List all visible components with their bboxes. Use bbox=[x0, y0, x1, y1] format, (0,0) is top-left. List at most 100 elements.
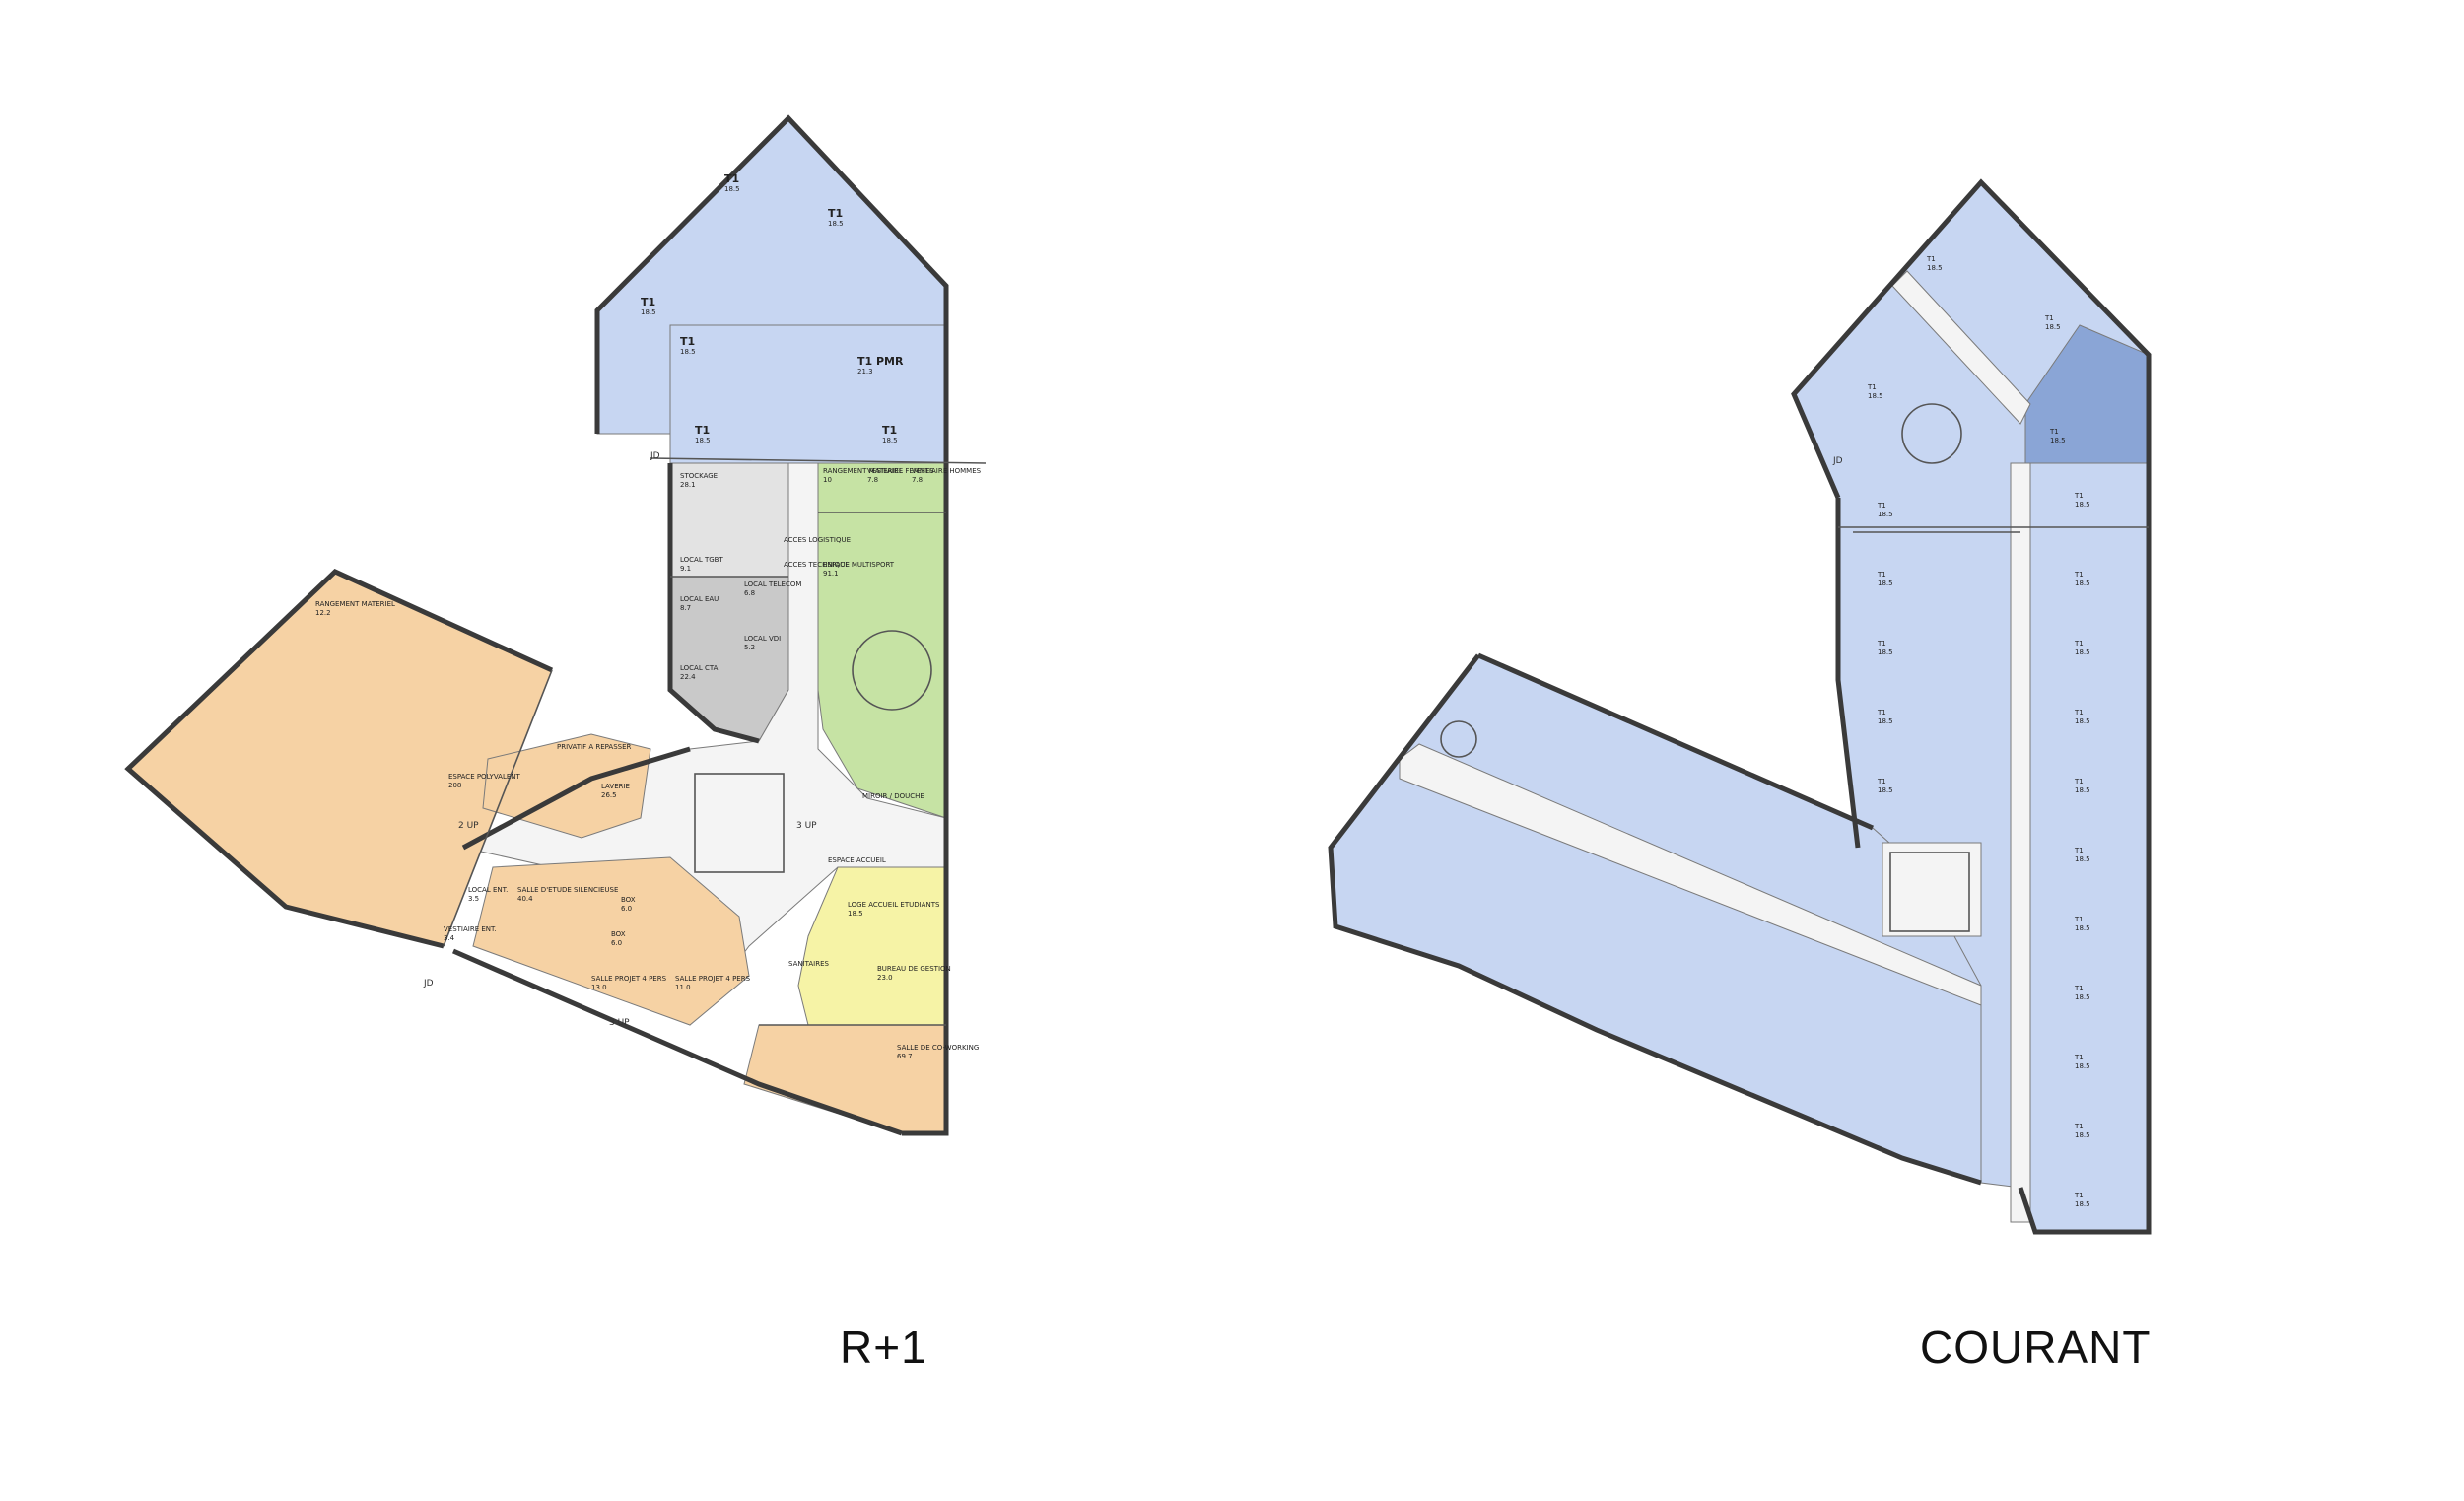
room-area-label: 18.5 bbox=[1878, 786, 1893, 794]
courant-room-label: T1 bbox=[1867, 383, 1877, 391]
room-area-label: 26.5 bbox=[601, 791, 617, 799]
r1-room-label: RANGEMENT MATERIEL bbox=[315, 600, 395, 608]
r1-room-label: LOCAL ENT. bbox=[468, 886, 508, 894]
courant-room-label: T1 bbox=[2074, 916, 2084, 923]
r1-room-label: SALLE D'ETUDE SILENCIEUSE bbox=[517, 886, 618, 894]
plan-caption-courant: COURANT bbox=[1920, 1322, 2152, 1373]
r1-room-label: LOCAL VDI bbox=[744, 635, 781, 643]
room-area-label: 18.5 bbox=[2075, 1062, 2090, 1070]
r1-room-label: LOGE ACCUEIL ETUDIANTS bbox=[848, 901, 940, 909]
room-area-label: 6.8 bbox=[744, 589, 755, 597]
courant-room-label: T1 bbox=[2044, 314, 2054, 322]
room-area-label: 18.5 bbox=[2075, 1200, 2090, 1208]
room-area-label: 12.2 bbox=[315, 609, 331, 617]
r1-stair-marker: 2 UP bbox=[458, 821, 479, 831]
r1-room-label: STOCKAGE bbox=[680, 472, 718, 480]
r1-room-label: VESTIAIRE HOMMES bbox=[912, 467, 982, 475]
room-area-label: 18.5 bbox=[2050, 437, 2066, 444]
r1-room-label: ESPACE ACCUEIL bbox=[828, 856, 886, 864]
room-area-label: 18.5 bbox=[2075, 580, 2090, 587]
courant-room-label: T1 bbox=[2074, 709, 2084, 716]
room-area-label: 18.5 bbox=[1927, 264, 1943, 272]
courant-room-label: T1 bbox=[1926, 255, 1936, 263]
room-area-label: 18.5 bbox=[882, 437, 898, 444]
courant-room-label: T1 bbox=[2074, 1192, 2084, 1199]
plan-r1: T1 T1 T1 T1 T1 PMR T1 T1 STOCKAGE RANGEM… bbox=[124, 114, 987, 1136]
room-area-label: 18.5 bbox=[641, 308, 656, 316]
r1-sport-zone bbox=[817, 462, 947, 819]
r1-room-label: BOX bbox=[611, 930, 626, 938]
room-area-label: 6.0 bbox=[611, 939, 622, 947]
r1-room-label: T1 bbox=[828, 207, 843, 220]
room-area-label: 18.5 bbox=[724, 185, 740, 193]
room-area-label: 18.5 bbox=[2045, 323, 2061, 331]
room-area-label: 11.0 bbox=[675, 984, 691, 991]
room-area-label: 18.5 bbox=[1878, 717, 1893, 725]
r1-room-label: LAVERIE bbox=[601, 783, 630, 790]
courant-room-label: T1 bbox=[2074, 571, 2084, 579]
room-area-label: 91.1 bbox=[823, 570, 839, 578]
room-area-label: 9.1 bbox=[680, 565, 691, 573]
courant-room-label: T1 bbox=[2074, 640, 2084, 648]
courant-room-label: T1 bbox=[2074, 778, 2084, 785]
room-area-label: 7.8 bbox=[867, 476, 878, 484]
courant-room-label: T1 bbox=[2074, 847, 2084, 854]
plan-caption-r1: R+1 bbox=[840, 1322, 927, 1373]
r1-room-label: VESTIAIRE FEMMES bbox=[867, 467, 934, 475]
r1-room-label: RANGEMENT MATERIEL bbox=[823, 467, 903, 475]
room-area-label: 3.4 bbox=[444, 934, 455, 942]
courant-room-label: T1 bbox=[1877, 640, 1886, 648]
room-area-label: 28.1 bbox=[680, 481, 696, 489]
r1-room-label: ACCES LOGISTIQUE bbox=[784, 536, 851, 544]
r1-jd-marker: JD bbox=[650, 451, 660, 461]
room-area-label: 18.5 bbox=[1868, 392, 1883, 400]
room-area-label: 18.5 bbox=[680, 348, 696, 356]
r1-room-label: T1 bbox=[695, 424, 710, 437]
room-area-label: 18.5 bbox=[828, 220, 844, 228]
courant-room-label: T1 bbox=[1877, 709, 1886, 716]
r1-room-label: LOCAL EAU bbox=[680, 595, 719, 603]
courant-corridors bbox=[1399, 270, 2031, 1223]
r1-coworking-zone bbox=[743, 1024, 947, 1134]
room-area-label: 13.0 bbox=[591, 984, 607, 991]
r1-room-label: LOCAL TELECOM bbox=[744, 580, 801, 588]
room-area-label: 18.5 bbox=[2075, 786, 2090, 794]
room-area-label: 18.5 bbox=[2075, 1131, 2090, 1139]
courant-room-label: T1 bbox=[2049, 428, 2059, 436]
room-area-label: 5.2 bbox=[744, 644, 755, 651]
r1-room-label: T1 bbox=[641, 296, 655, 308]
courant-room-label: T1 bbox=[2074, 1054, 2084, 1061]
room-area-label: 40.4 bbox=[517, 895, 533, 903]
r1-room-label: ESPACE POLYVALENT bbox=[448, 773, 521, 781]
courant-room-label: T1 bbox=[2074, 1123, 2084, 1130]
room-area-label: 10 bbox=[823, 476, 832, 484]
courant-room-label: T1 bbox=[1877, 778, 1886, 785]
r1-jd-marker: JD bbox=[423, 979, 434, 989]
room-area-label: 3.5 bbox=[468, 895, 479, 903]
r1-room-label: SALLE DE CO-WORKING bbox=[897, 1044, 979, 1052]
r1-stair-marker: 3 UP bbox=[609, 1018, 630, 1028]
r1-room-label: BOX bbox=[621, 896, 636, 904]
courant-room-labels: T1 T1 T1 T1 T1 T1 T1 T1 T1 T1 T1 T1 T1 T… bbox=[1832, 255, 2090, 1208]
room-area-label: 22.4 bbox=[680, 673, 696, 681]
r1-room-label: T1 bbox=[882, 424, 897, 437]
room-area-label: 18.5 bbox=[1878, 580, 1893, 587]
room-area-label: 18.5 bbox=[1878, 648, 1893, 656]
room-area-label: 18.5 bbox=[2075, 501, 2090, 509]
r1-technical-zone bbox=[669, 462, 789, 742]
room-area-label: 18.5 bbox=[2075, 855, 2090, 863]
r1-room-label: SALLE PROJET 4 PERS bbox=[591, 975, 667, 983]
r1-room-label: MIROIR / DOUCHE bbox=[862, 792, 924, 800]
r1-room-label: ESPACE MULTISPORT bbox=[823, 561, 895, 569]
r1-room-label: T1 bbox=[724, 172, 739, 185]
r1-room-label: T1 PMR bbox=[857, 355, 904, 368]
room-area-label: 18.5 bbox=[2075, 717, 2090, 725]
r1-room-label: T1 bbox=[680, 335, 695, 348]
r1-reception-zone bbox=[797, 866, 947, 1026]
room-area-label: 18.5 bbox=[1878, 511, 1893, 518]
courant-walls bbox=[1328, 178, 2152, 1235]
room-area-label: 208 bbox=[448, 782, 461, 789]
r1-room-label: LOCAL TGBT bbox=[680, 556, 723, 564]
room-area-label: 18.5 bbox=[2075, 648, 2090, 656]
